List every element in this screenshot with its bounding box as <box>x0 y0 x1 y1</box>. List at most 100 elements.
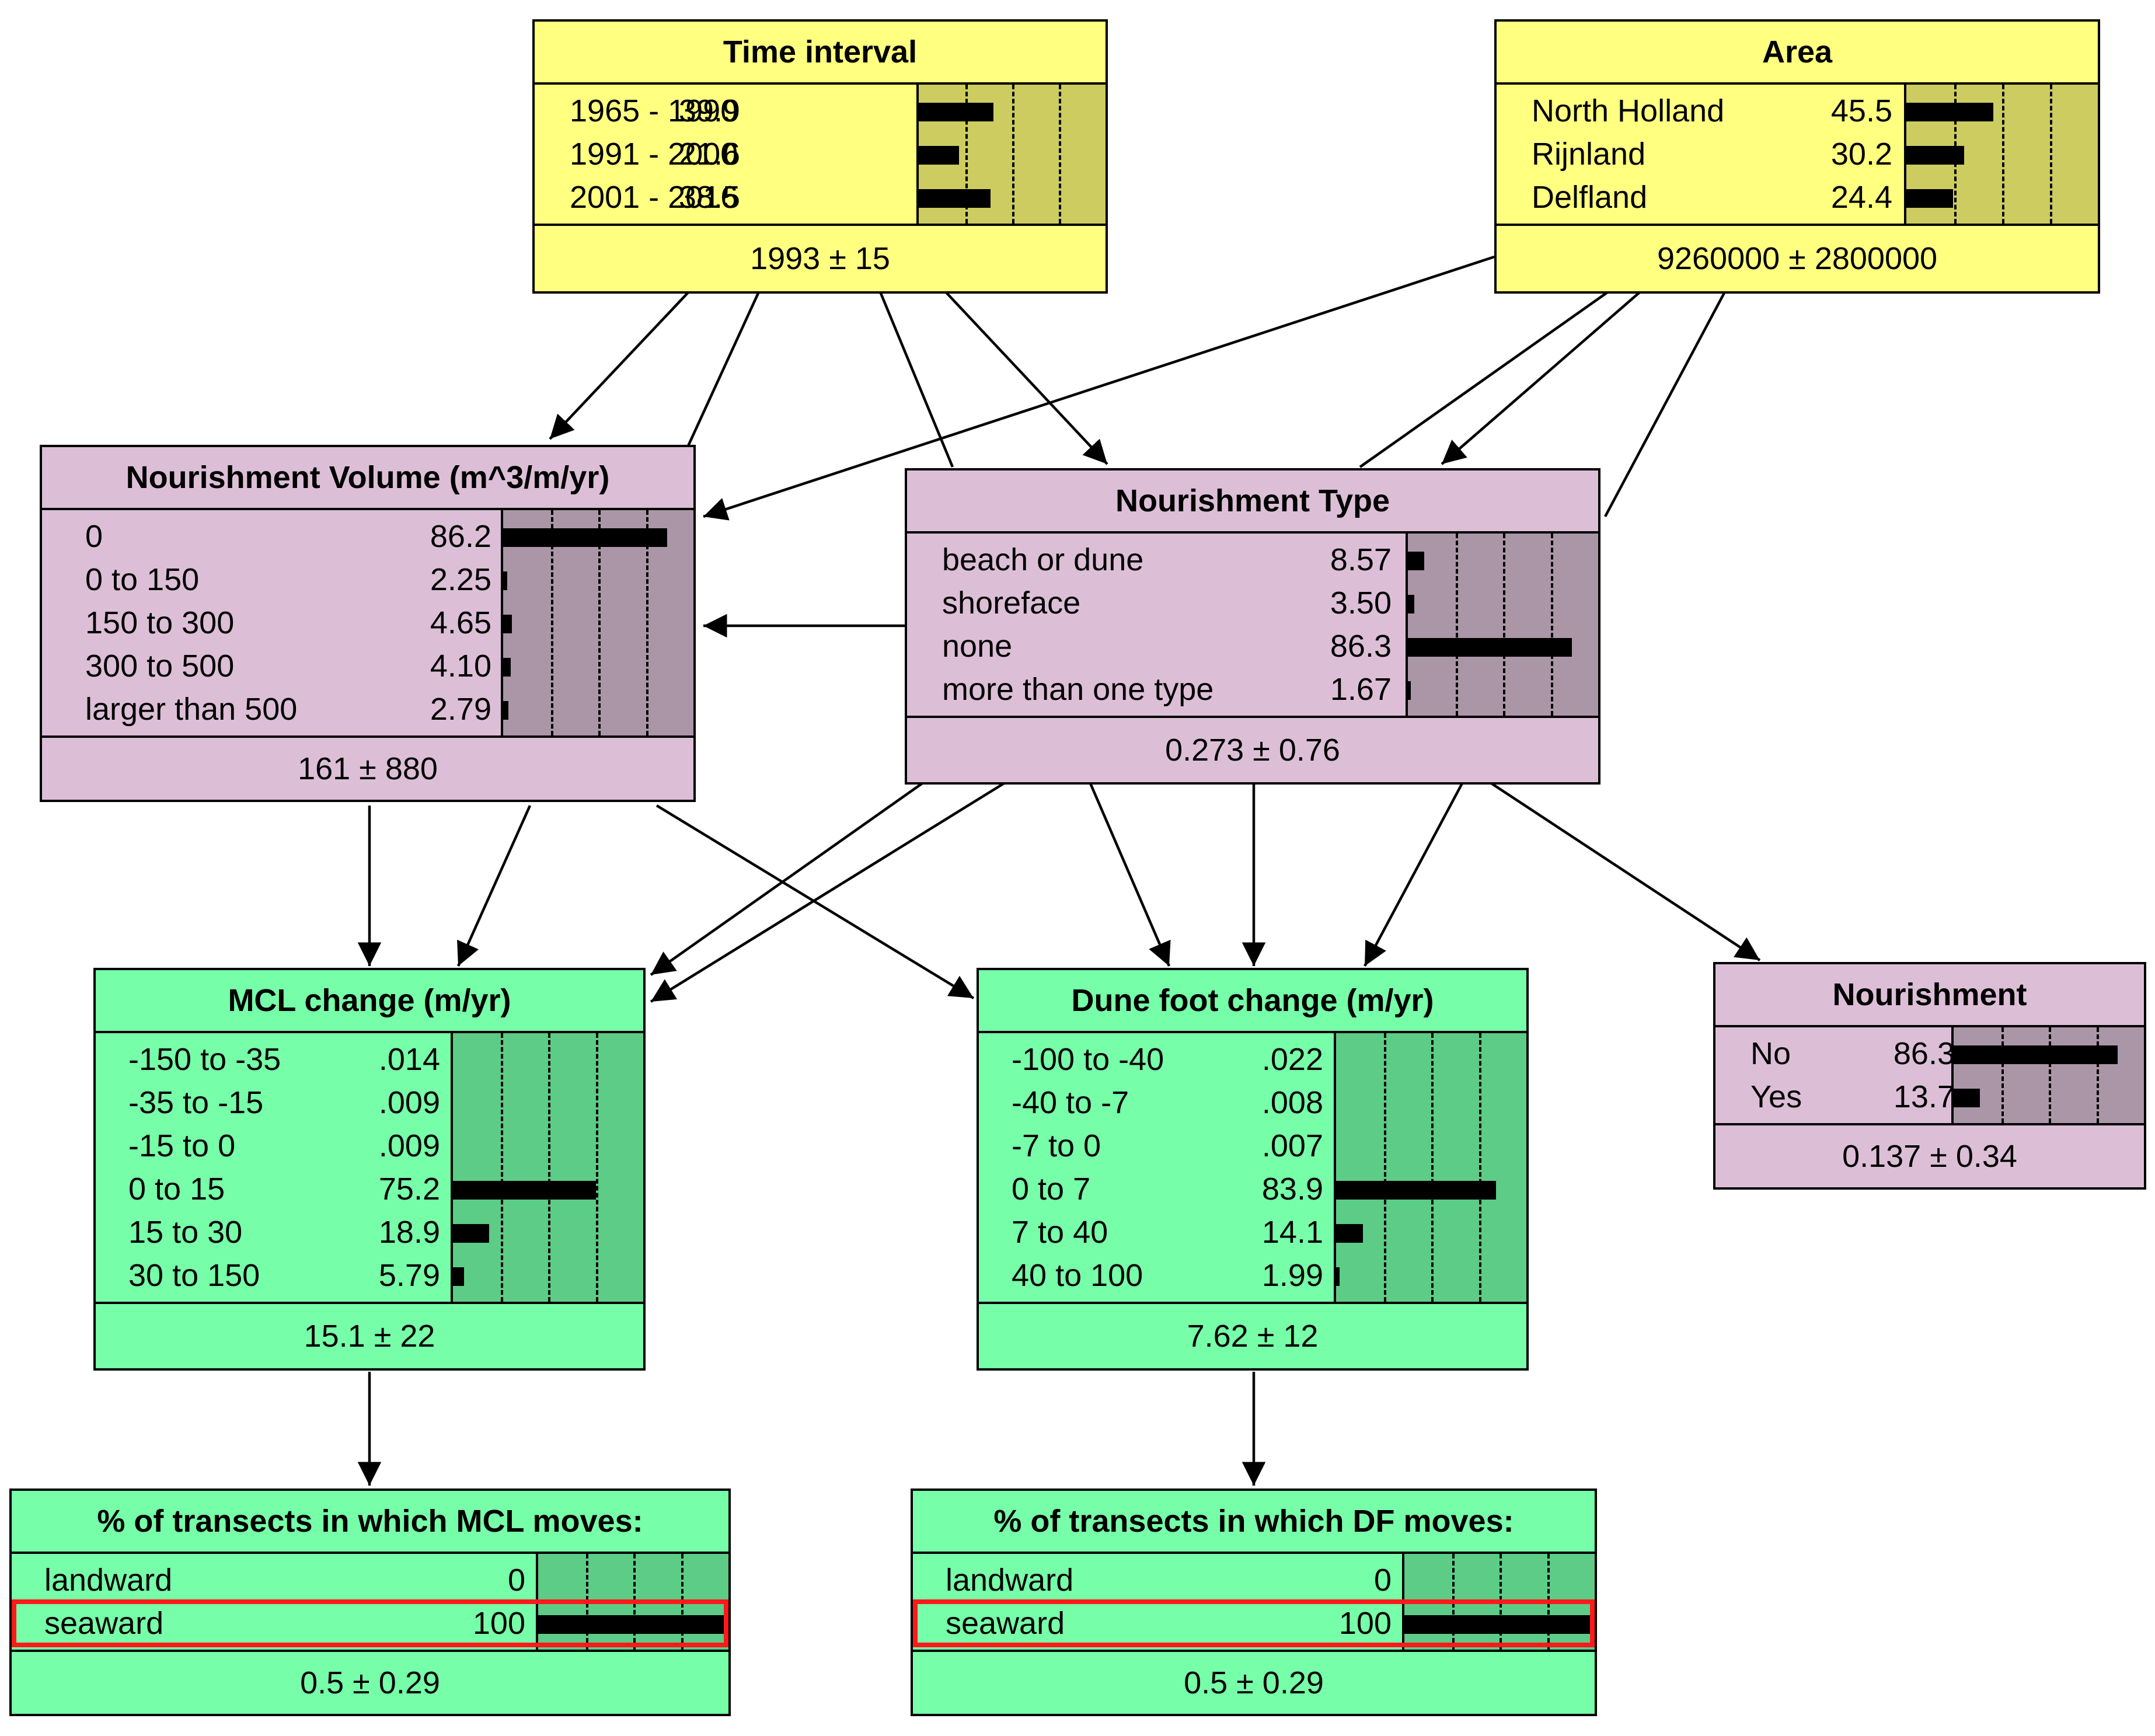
state-probability: 0 <box>507 1563 525 1598</box>
state-row[interactable]: -150 to -35.014 <box>96 1038 453 1081</box>
node-title: Area <box>1497 22 2098 85</box>
probability-bar <box>503 571 508 590</box>
state-probability: .009 <box>378 1128 440 1163</box>
state-label: landward <box>44 1563 173 1598</box>
gridline <box>2049 1027 2051 1123</box>
gridline <box>1456 534 1458 716</box>
node-dune[interactable]: Dune foot change (m/yr)-100 to -40.022-4… <box>977 968 1529 1371</box>
node-title: Time interval <box>535 22 1106 85</box>
probability-bar <box>453 1224 489 1243</box>
edge-time-to-volume <box>549 291 690 440</box>
edge-time-to-dune <box>878 291 954 468</box>
state-probability: 30.2 <box>1830 137 1892 172</box>
state-probability: .009 <box>378 1085 440 1120</box>
gridline <box>965 85 968 224</box>
probability-bar <box>919 146 960 165</box>
state-label: 0 to 15 <box>128 1172 225 1207</box>
state-label: Delfland <box>1532 180 1648 215</box>
state-label: shoreface <box>942 585 1081 621</box>
state-probability: .007 <box>1261 1128 1323 1163</box>
state-label: 0 to 150 <box>85 562 200 597</box>
gridline <box>551 510 553 735</box>
state-probability: 86.2 <box>430 519 491 554</box>
edge-type-to-mcl-1 <box>650 782 923 976</box>
probability-bar <box>1336 1224 1363 1243</box>
gridline <box>1503 534 1505 716</box>
state-row[interactable]: landward 0 <box>12 1559 538 1602</box>
probability-bar <box>453 1181 597 1200</box>
state-label: Yes <box>1750 1079 1802 1114</box>
belief-bars <box>916 85 1106 224</box>
belief-bars <box>1904 85 2098 224</box>
node-summary: 1993 ± 15 <box>750 241 890 276</box>
state-row[interactable]: 30 to 150 5.79 <box>96 1254 453 1297</box>
state-probability: 39.9 <box>678 93 740 128</box>
state-probability: 5.79 <box>378 1258 440 1293</box>
node-title: MCL change (m/yr) <box>96 970 643 1033</box>
state-label: -40 to -7 <box>1012 1085 1129 1120</box>
gridline <box>2097 1027 2099 1123</box>
node-title: Nourishment Type <box>907 470 1598 534</box>
probability-bar <box>453 1267 464 1286</box>
state-probability: 4.65 <box>430 605 491 640</box>
state-row[interactable]: -15 to 0.009 <box>96 1124 453 1167</box>
gridline <box>501 1033 503 1302</box>
node-title: % of transects in which DF moves: <box>913 1491 1595 1554</box>
gridline <box>548 1033 550 1302</box>
node-summary: 161 ± 880 <box>298 751 438 786</box>
state-row[interactable]: -35 to -15 .009 <box>96 1081 453 1124</box>
selected-state-highlight <box>12 1599 728 1647</box>
node-title: Dune foot change (m/yr) <box>979 970 1526 1033</box>
node-mcl[interactable]: MCL change (m/yr)-150 to -35.014-35 to -… <box>93 968 646 1371</box>
state-label: 7 to 40 <box>1012 1215 1108 1250</box>
state-row[interactable]: -40 to -7.008 <box>979 1081 1336 1124</box>
state-label: No <box>1750 1036 1791 1071</box>
gridline <box>1479 1033 1481 1302</box>
state-row[interactable]: -100 to -40.022 <box>979 1038 1336 1081</box>
state-row[interactable]: -7 to 0.007 <box>979 1124 1336 1167</box>
state-label: -35 to -15 <box>128 1085 264 1120</box>
probability-bar <box>1954 1045 2118 1064</box>
gridline <box>646 510 648 735</box>
probability-bar <box>1408 552 1424 570</box>
state-label: seaward <box>44 1606 164 1641</box>
probability-bar <box>1408 595 1415 613</box>
edge-time-to-mcl <box>686 291 761 448</box>
state-label: 30 to 150 <box>128 1258 260 1293</box>
probability-bar <box>919 103 993 121</box>
state-probability: 21.6 <box>678 137 740 172</box>
belief-bars <box>1406 534 1598 716</box>
